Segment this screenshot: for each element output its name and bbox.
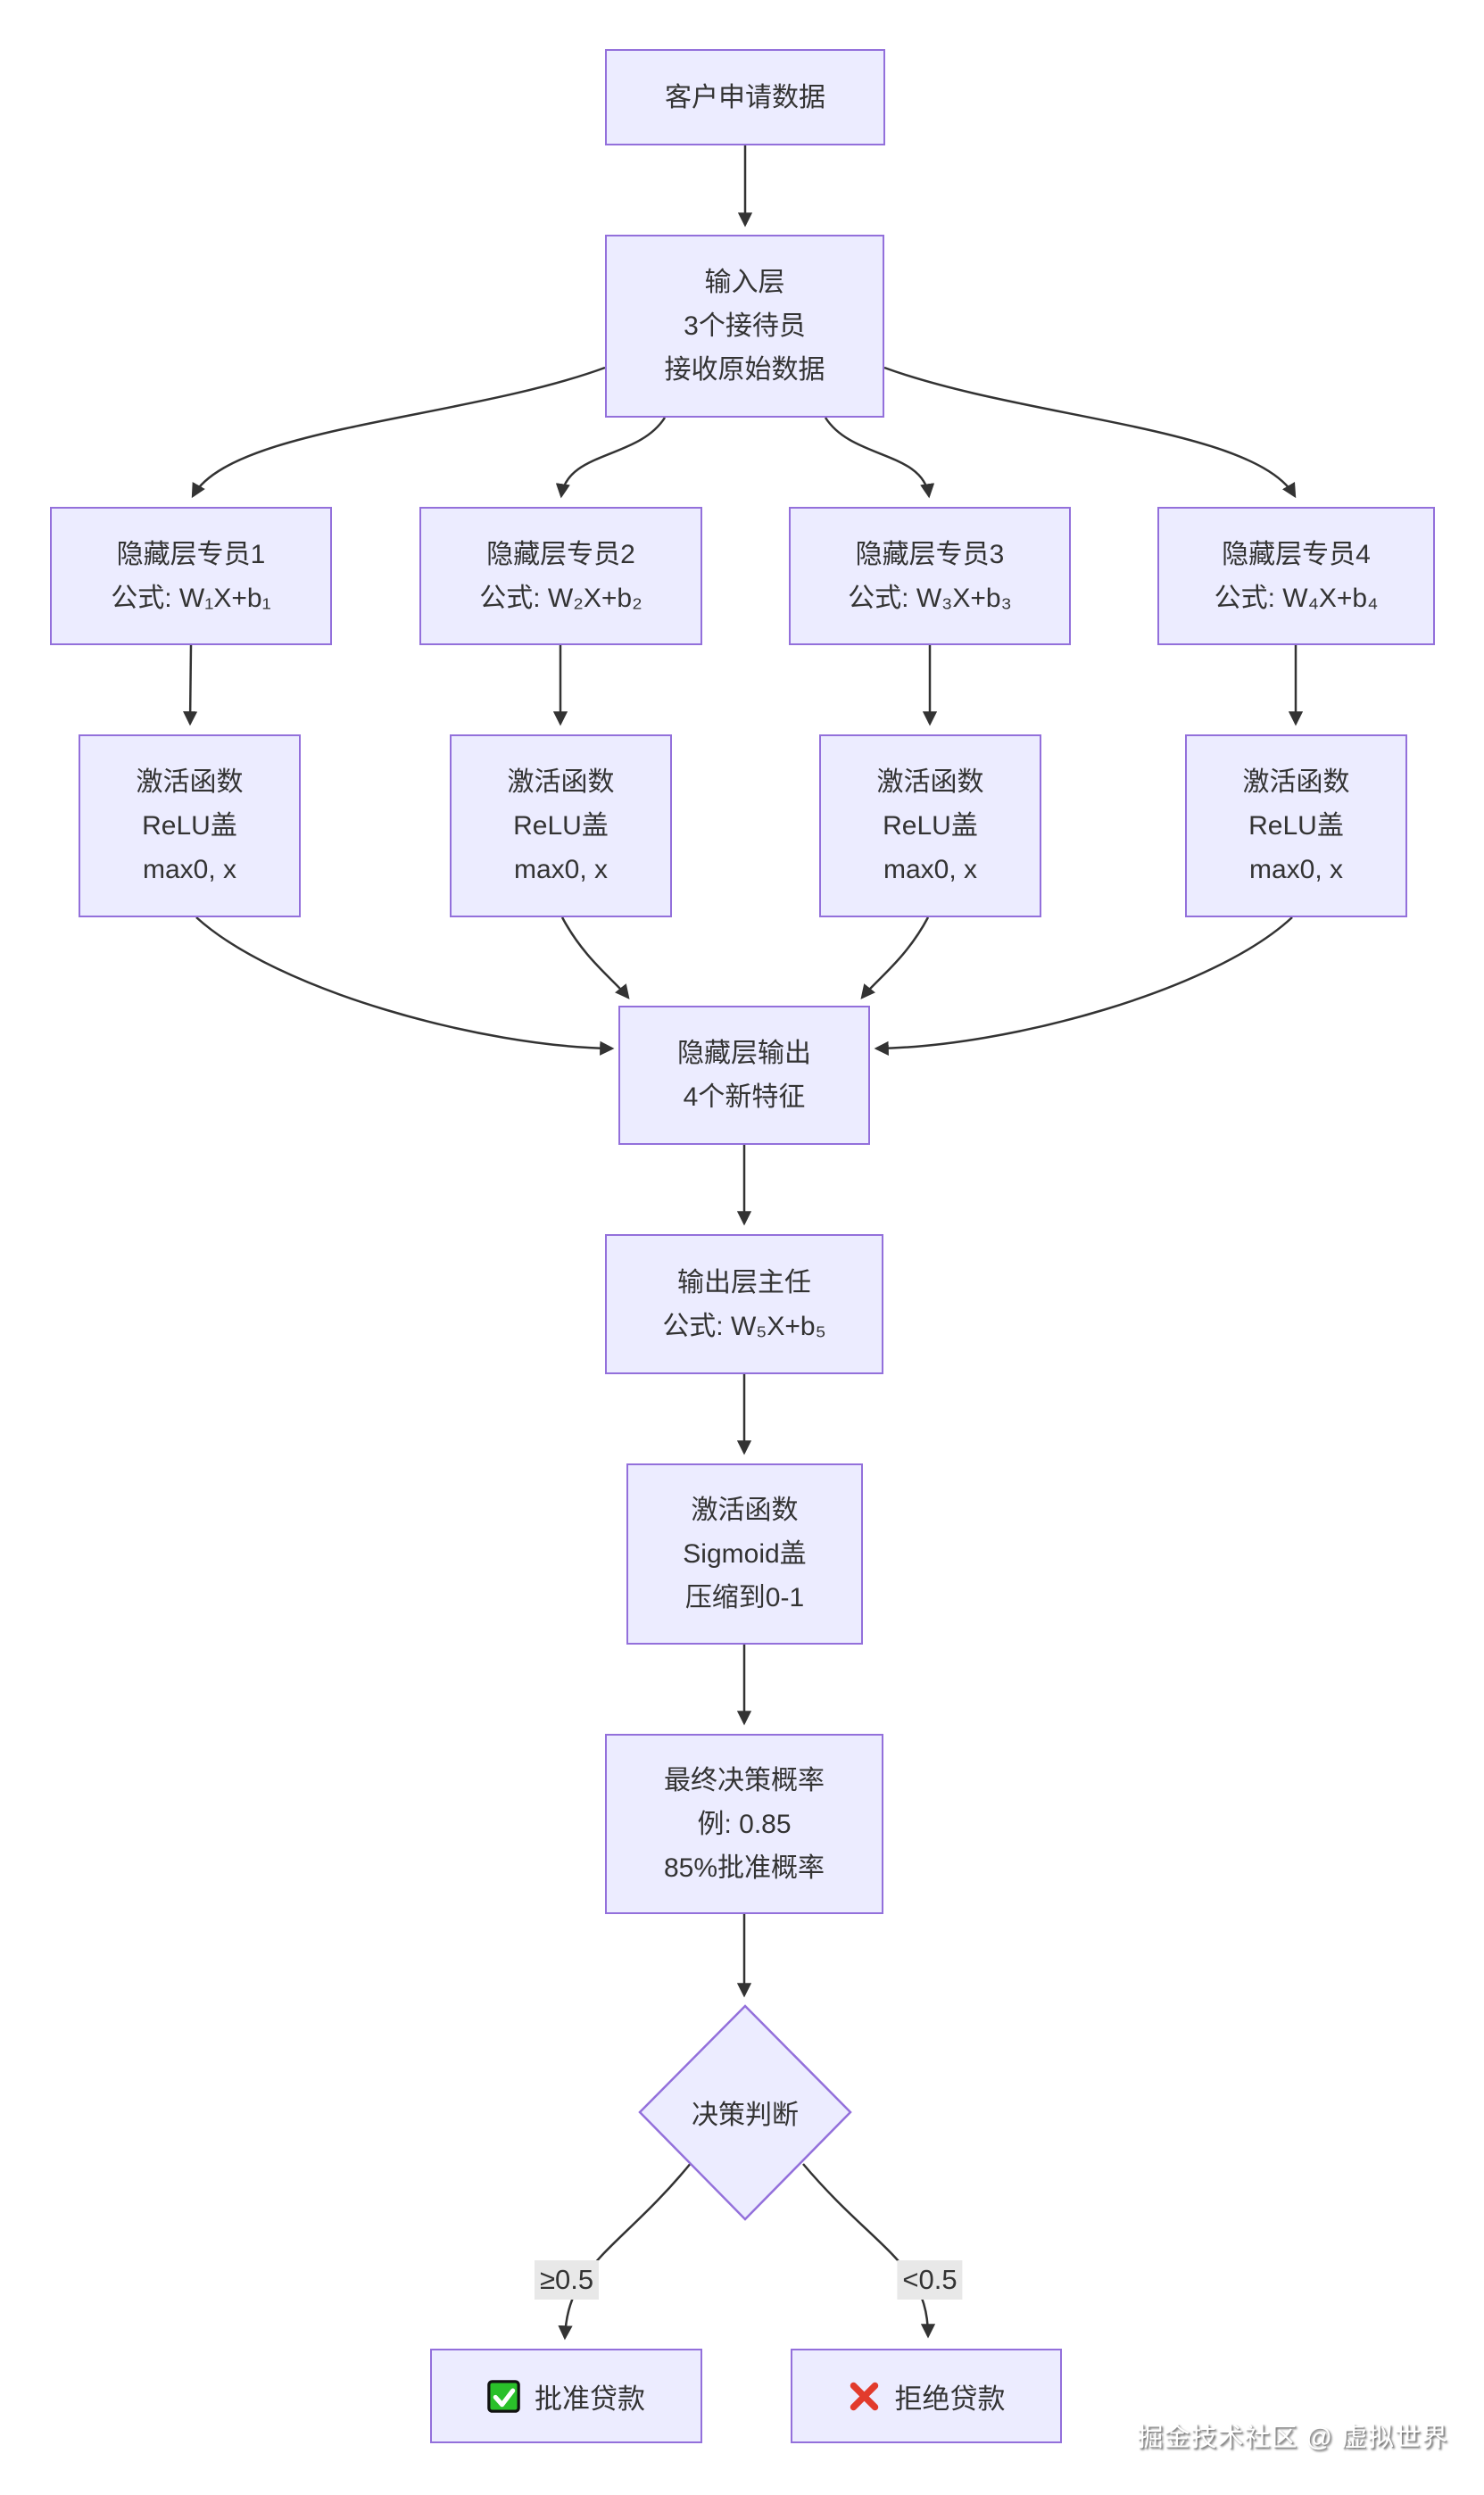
edge-input-hidden1 [191,366,606,499]
node-activation-relu-4: 激活函数 ReLU盖 max0, x [1185,734,1407,917]
node-input-layer: 输入层 3个接待员 接收原始数据 [605,235,884,418]
node-hidden-expert-2: 隐藏层专员2 公式: W₂X+b₂ [419,507,702,645]
node-reject-loan: 拒绝贷款 [791,2349,1062,2443]
node-final-probability: 最终决策概率 例: 0.85 85%批准概率 [605,1734,883,1914]
edge-relu2-hiddenoutput [560,916,630,999]
cross-icon [848,2380,881,2413]
edge-decision-approve [558,2161,692,2341]
edge-hidden1-relu1 [183,644,198,726]
node-hidden-expert-3: 隐藏层专员3 公式: W₃X+b₃ [789,507,1071,645]
decision-diamond [638,2004,852,2221]
edge-input-hidden4 [883,366,1297,499]
node-customer-data: 客户申请数据 [605,49,885,145]
node-activation-relu-2: 激活函数 ReLU盖 max0, x [450,734,672,917]
edge-label-reject: <0.5 [897,2260,963,2300]
node-output-layer: 输出层主任 公式: W₅X+b₅ [605,1234,883,1374]
node-hidden-expert-4: 隐藏层专员4 公式: W₄X+b₄ [1157,507,1435,645]
node-approve-loan: 批准贷款 [430,2349,702,2443]
edge-label-approve: ≥0.5 [534,2260,600,2300]
edge-relu3-hiddenoutput [860,916,930,999]
watermark: 掘金技术社区 @ 虚拟世界 [1137,2424,1448,2452]
edge-relu1-hiddenoutput [195,916,615,1056]
node-hidden-expert-1: 隐藏层专员1 公式: W₁X+b₁ [50,507,332,645]
approve-label: 批准贷款 [535,2383,645,2415]
node-decision-label: 决策判断 [692,2101,799,2130]
edge-relu4-hiddenoutput [874,916,1293,1056]
node-activation-relu-3: 激活函数 ReLU盖 max0, x [819,734,1041,917]
reject-label: 拒绝贷款 [894,2383,1006,2415]
check-icon [487,2379,520,2413]
edge-input-hidden3 [824,417,935,499]
node-activation-relu-1: 激活函数 ReLU盖 max0, x [79,734,301,917]
node-hidden-output: 隐藏层输出 4个新特征 [618,1006,870,1145]
edge-decision-reject [802,2163,936,2339]
node-activation-sigmoid: 激活函数 Sigmoid盖 压缩到0-1 [626,1463,863,1645]
edge-input-hidden2 [555,417,667,499]
